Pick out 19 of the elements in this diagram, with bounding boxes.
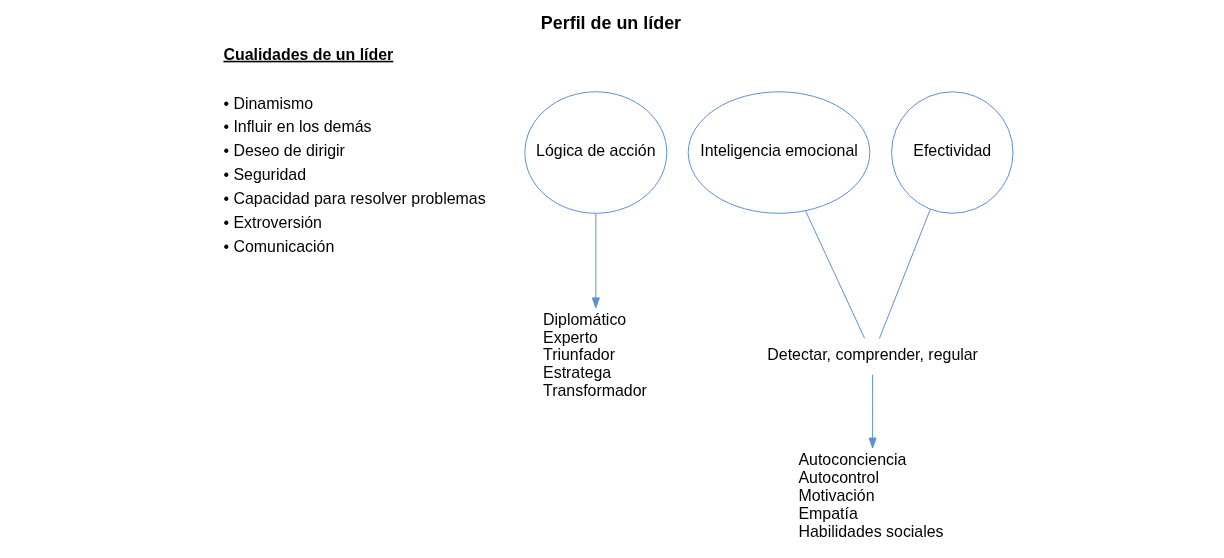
label: • Capacidad para resolver problemas <box>223 190 486 208</box>
label: • Seguridad <box>223 166 307 184</box>
connector <box>804 210 866 339</box>
label: • Comunicación <box>223 237 335 255</box>
label: • Deseo de dirigir <box>223 142 345 160</box>
label: Cualidades de un líder <box>223 45 394 63</box>
node-circle: Efectividad <box>891 91 1014 214</box>
node-text: Autoconciencia Autocontrol Motivación Empatía Habilidades sociales <box>798 451 944 540</box>
diagram-title: Perfil de un líder <box>540 13 682 34</box>
node-ellipse: Lógica de acción <box>524 91 668 214</box>
connector <box>878 208 931 340</box>
node-ellipse: Inteligencia emocional <box>687 91 871 214</box>
label: • Extroversión <box>223 214 322 232</box>
arrow <box>591 212 600 309</box>
label: • Dinamismo <box>223 94 314 112</box>
node-text: Diplomático Experto Triunfador Estratega Transformador <box>543 310 647 400</box>
arrow <box>868 374 877 449</box>
label: • Influir en los demás <box>223 118 372 136</box>
node-text: Detectar, comprender, regular <box>767 346 978 364</box>
